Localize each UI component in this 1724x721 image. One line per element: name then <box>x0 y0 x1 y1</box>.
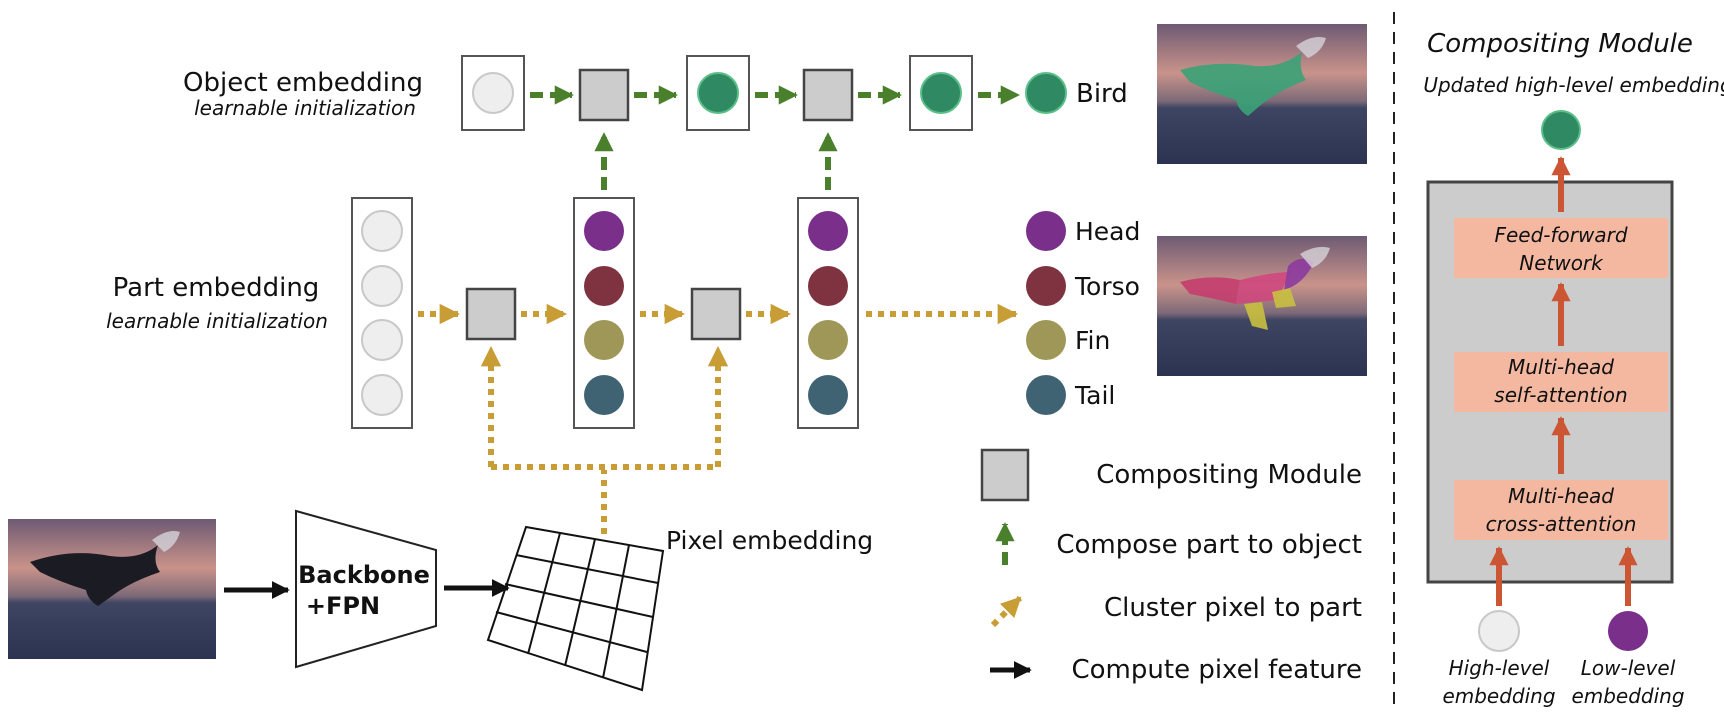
cross-attention-line1: Multi-head <box>1508 484 1614 508</box>
high-level-label-line2: embedding <box>1442 684 1555 708</box>
part-token-tail <box>808 375 848 415</box>
shark-silhouette <box>30 545 160 606</box>
ffn-label-line1: Feed-forward <box>1494 223 1627 247</box>
backbone-label-line2: +FPN <box>306 592 380 620</box>
pixel-to-part-connectors <box>480 345 729 534</box>
object-embedding-section: Object embedding learnable initializatio… <box>183 55 1128 131</box>
part-label-torso: Torso <box>1074 272 1140 301</box>
compositing-module-panel: Compositing Module Updated high-level em… <box>1423 29 1724 708</box>
object-embedding-title: Object embedding <box>183 68 423 98</box>
cross-attention-block <box>1454 480 1668 540</box>
panel-output-label: Updated high-level embedding <box>1423 73 1724 97</box>
part-embedding-title: Part embedding <box>113 273 320 303</box>
head-mask <box>1284 258 1314 290</box>
part-output-image <box>1157 236 1367 376</box>
object-compositing-module <box>578 68 630 122</box>
part-token-torso <box>584 266 624 306</box>
part-init-token <box>361 374 403 416</box>
updated-embedding-token <box>1541 110 1581 150</box>
object-token <box>920 72 962 114</box>
fin-mask <box>1272 288 1296 308</box>
part-label-tail: Tail <box>1074 381 1115 410</box>
legend-compute-pixel-feature: Compute pixel feature <box>1072 655 1363 685</box>
object-embedding-subtitle: learnable initialization <box>194 96 416 120</box>
feed-forward-block <box>1454 218 1668 278</box>
bird-mask <box>1180 52 1306 116</box>
cross-attention-line2: cross-attention <box>1486 512 1637 536</box>
part-token-torso <box>808 266 848 306</box>
grid-outline <box>486 525 665 692</box>
low-level-label-line1: Low-level <box>1581 656 1676 680</box>
part-compositing-module <box>465 287 517 341</box>
pixel-embedding-label: Pixel embedding <box>666 526 873 555</box>
object-output-label: Bird <box>1076 79 1128 109</box>
legend-module-icon <box>980 448 1030 502</box>
legend-cluster-pixel-to-part: Cluster pixel to part <box>1104 593 1362 623</box>
object-token <box>697 72 739 114</box>
low-level-token <box>1608 611 1648 651</box>
water-splash <box>1300 246 1330 268</box>
part-legend-fin-dot <box>1026 320 1066 360</box>
object-output-image <box>1157 24 1367 164</box>
backbone-block: Backbone +FPN <box>295 509 437 669</box>
part-label-fin: Fin <box>1075 326 1110 355</box>
ffn-label-line2: Network <box>1519 251 1604 275</box>
object-init-token <box>472 72 514 114</box>
part-token-tail <box>584 375 624 415</box>
legend-compositing-module: Compositing Module <box>1096 460 1362 490</box>
part-token-fin <box>808 320 848 360</box>
water-splash <box>1296 37 1326 58</box>
self-attention-block <box>1454 352 1668 412</box>
part-label-head: Head <box>1075 217 1140 246</box>
self-attention-line2: self-attention <box>1494 383 1627 407</box>
backbone-trapezoid <box>295 509 437 669</box>
part-embedding-section: Part embedding learnable initialization … <box>106 197 1140 429</box>
part-token-fin <box>584 320 624 360</box>
grid-columns <box>527 532 630 679</box>
part-init-token <box>361 265 403 307</box>
object-compositing-module <box>802 68 854 122</box>
self-attention-line1: Multi-head <box>1508 355 1614 379</box>
pixel-embedding-grid <box>486 525 665 692</box>
part-init-token <box>361 319 403 361</box>
part-init-token <box>361 210 403 252</box>
part-legend-tail-dot <box>1026 375 1066 415</box>
part-token-head <box>584 211 624 251</box>
part-embedding-subtitle: learnable initialization <box>106 309 328 333</box>
torso-mask <box>1180 277 1240 304</box>
part-legend-torso-dot <box>1026 266 1066 306</box>
low-level-label-line2: embedding <box>1571 684 1684 708</box>
part-legend-head-dot <box>1026 211 1066 251</box>
fin-mask <box>1244 302 1268 330</box>
part-token-head <box>808 211 848 251</box>
object-output-token <box>1025 72 1067 114</box>
legend-cluster-arrow-icon <box>990 595 1023 628</box>
water-splash <box>152 531 180 552</box>
legend-compose-part-to-object: Compose part to object <box>1056 530 1362 560</box>
grid-rows <box>495 554 659 653</box>
legend: Compositing Module Compose part to objec… <box>980 448 1363 685</box>
part-compositing-module <box>690 287 742 341</box>
high-level-label-line1: High-level <box>1449 656 1550 680</box>
high-level-token <box>1478 610 1520 652</box>
input-image <box>8 519 216 659</box>
panel-title: Compositing Module <box>1427 29 1693 59</box>
backbone-label-line1: Backbone <box>298 561 430 589</box>
